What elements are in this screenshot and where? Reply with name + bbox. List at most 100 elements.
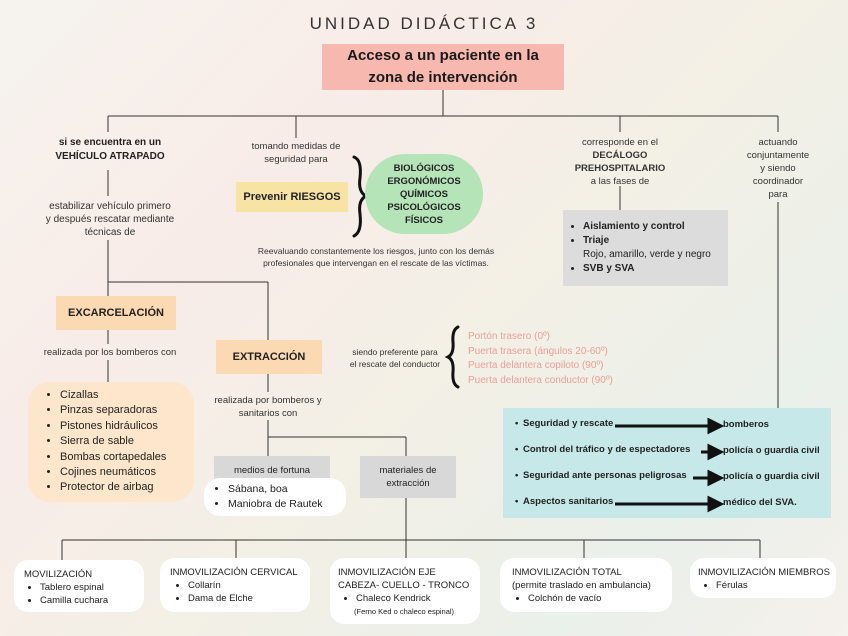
- movilizacion-item: Tablero espinal: [40, 581, 144, 594]
- preferred-label: siendo preferente para el rescate del co…: [340, 346, 450, 370]
- safety-line2: seguridad para: [264, 154, 328, 165]
- coordinator-line3: y siendo: [760, 163, 796, 174]
- main-topic-line1: Acceso a un paciente en la: [347, 47, 539, 64]
- eje-note: (Ferno Ked o chaleco espinal): [354, 607, 455, 616]
- tool-item: Pinzas separadoras: [60, 403, 194, 418]
- coordination-task: Seguridad ante personas peligrosas: [523, 470, 687, 481]
- fortuna-item: Sábana, boa: [228, 482, 346, 497]
- coordination-who: policía o guardia civil: [723, 445, 820, 456]
- coordination-who: médico del SVA.: [723, 497, 797, 508]
- miembros-item: Férulas: [716, 579, 836, 592]
- reevaluation-line1: Reevaluando constantemente los riesgos, …: [257, 246, 495, 256]
- phase-item: SVB y SVA: [583, 262, 728, 276]
- stabilize-line1: estabilizar vehículo primero: [49, 201, 171, 212]
- coordinator-line5: para: [768, 189, 788, 200]
- excarcelacion-box: EXCARCELACIÓN: [56, 296, 176, 330]
- movilizacion-box: MOVILIZACIÓN Tablero espinal Camilla cuc…: [14, 560, 144, 612]
- miembros-box: INMOVILIZACIÓN MIEMBROS Férulas: [690, 558, 836, 598]
- main-topic-line2: zona de intervención: [368, 69, 518, 86]
- miembros-title: INMOVILIZACIÓN MIEMBROS: [698, 567, 830, 578]
- tool-item: Cojines neumáticos: [60, 465, 194, 480]
- eje-title-line2: CABEZA- CUELLO - TRONCO: [338, 580, 470, 591]
- risk-item: BIOLÓGICOS: [393, 162, 455, 174]
- tool-item: Sierra de sable: [60, 434, 194, 449]
- movilizacion-item: Camilla cuchara: [40, 594, 144, 607]
- extraccion-desc-line2: sanitarios con: [238, 408, 298, 419]
- reevaluation-line2: profesionales que intervengan en el resc…: [263, 258, 489, 268]
- prevent-risks-box: Prevenir RIESGOS: [236, 182, 348, 212]
- cervical-item: Dama de Elche: [188, 592, 310, 605]
- coordination-who: bomberos: [723, 419, 769, 430]
- stabilize-desc: estabilizar vehículo primero y después r…: [30, 200, 190, 239]
- preferred-line1: siendo preferente para: [352, 347, 438, 357]
- extraccion-box: EXTRACCIÓN: [216, 340, 322, 374]
- movilizacion-title: MOVILIZACIÓN: [24, 569, 93, 580]
- coordinator-line2: conjuntamente: [746, 150, 810, 161]
- tool-item: Protector de airbag: [60, 480, 194, 495]
- decalogue-line4: a las fases de: [590, 176, 650, 187]
- coordination-task: Control del tráfico y de espectadores: [523, 444, 691, 455]
- eje-item: Chaleco Kendrick: [356, 592, 480, 605]
- stabilize-line2: y después rescatar mediante: [45, 214, 175, 225]
- vehicle-label-line2: VEHÍCULO ATRAPADO: [55, 151, 165, 162]
- materiales-line2: extracción: [386, 478, 430, 489]
- excarcelacion-desc: realizada por los bomberos con: [43, 347, 177, 358]
- risk-item: QUÍMICOS: [399, 188, 449, 200]
- phases-box: Aislamiento y control Triaje Rojo, amari…: [563, 210, 728, 286]
- coordination-row: • Seguridad y rescate: [515, 418, 614, 429]
- coordinator-line1: actuando: [758, 137, 798, 148]
- phase-item: Aislamiento y control: [583, 220, 728, 234]
- door-item: Puerta delantera copiloto (90º): [468, 360, 604, 371]
- phase-item: Triaje: [583, 234, 728, 248]
- coordination-row: • Seguridad ante personas peligrosas: [515, 470, 687, 481]
- extraccion-desc-line1: realizada por bomberos y: [214, 395, 322, 406]
- extraccion-desc: realizada por bomberos y sanitarios con: [206, 394, 330, 420]
- tool-item: Bombas cortapedales: [60, 450, 194, 465]
- unit-title: UNIDAD DIDÁCTICA 3: [309, 14, 539, 33]
- tool-item: Pistones hidráulicos: [60, 419, 194, 434]
- door-item: Portón trasero (0º): [468, 331, 551, 342]
- fortuna-item: Maniobra de Rautek: [228, 497, 346, 512]
- triaje-detail: Rojo, amarillo, verde y negro: [583, 249, 711, 260]
- decalogue-label: corresponde en el DECÁLOGO PREHOSPITALAR…: [560, 136, 680, 188]
- door-item: Puerta delantera conductor (90º): [468, 374, 613, 386]
- risk-item: PSICOLÓGICOS: [387, 201, 461, 213]
- main-topic-box: Acceso a un paciente en la zona de interv…: [322, 44, 564, 90]
- risk-item: FÍSICOS: [404, 214, 443, 226]
- coordinator-line4: coordinador: [752, 176, 804, 187]
- coordination-box: • Seguridad y rescate • Control del tráf…: [503, 408, 831, 518]
- total-box: INMOVILIZACIÓN TOTAL (permite traslado e…: [500, 558, 672, 612]
- vehicle-label-line1: si se encuentra en un: [58, 137, 162, 148]
- tool-item: Cizallas: [60, 388, 194, 403]
- risks-cloud: BIOLÓGICOS ERGONÓMICOS QUÍMICOS PSICOLÓG…: [365, 154, 483, 234]
- total-title: INMOVILIZACIÓN TOTAL: [512, 567, 622, 578]
- door-item: Puerta trasera (ángulos 20-60º): [468, 345, 608, 357]
- decalogue-line1: corresponde en el: [581, 137, 659, 148]
- preferred-line2: el rescate del conductor: [349, 359, 441, 369]
- risk-item: ERGONÓMICOS: [387, 175, 461, 187]
- decalogue-line3: PREHOSPITALARIO: [574, 163, 666, 174]
- cervical-title: INMOVILIZACIÓN CERVICAL: [170, 567, 298, 578]
- coordination-task: Seguridad y rescate: [523, 418, 614, 429]
- safety-line1: tomando medidas de: [251, 141, 341, 152]
- materiales-line1: materiales de: [379, 465, 437, 476]
- coordination-task: Aspectos sanitarios: [523, 496, 614, 507]
- coordination-row: • Aspectos sanitarios: [515, 496, 614, 507]
- eje-title-line1: INMOVILIZACIÓN EJE: [338, 567, 436, 578]
- stabilize-line3: técnicas de: [84, 227, 136, 238]
- materiales-box: materiales de extracción: [360, 456, 456, 498]
- vehicle-trapped-label: si se encuentra en un VEHÍCULO ATRAPADO: [40, 136, 180, 164]
- coordination-arrows: [615, 417, 725, 513]
- coordination-row: • Control del tráfico y de espectadores: [515, 444, 691, 455]
- safety-measures-label: tomando medidas de seguridad para: [236, 140, 356, 166]
- fortuna-list: Sábana, boa Maniobra de Rautek: [204, 478, 346, 516]
- total-item: Colchón de vacío: [528, 592, 672, 605]
- eje-box: INMOVILIZACIÓN EJE CABEZA- CUELLO - TRON…: [330, 558, 480, 624]
- cervical-item: Collarín: [188, 579, 310, 592]
- reevaluation-note: Reevaluando constantemente los riesgos, …: [236, 245, 516, 269]
- cervical-box: INMOVILIZACIÓN CERVICAL Collarín Dama de…: [160, 558, 310, 612]
- decalogue-line2: DECÁLOGO: [592, 150, 648, 161]
- coordinator-label: actuando conjuntamente y siendo coordina…: [735, 136, 821, 201]
- eje-title: INMOVILIZACIÓN EJE CABEZA- CUELLO - TRON…: [330, 558, 480, 592]
